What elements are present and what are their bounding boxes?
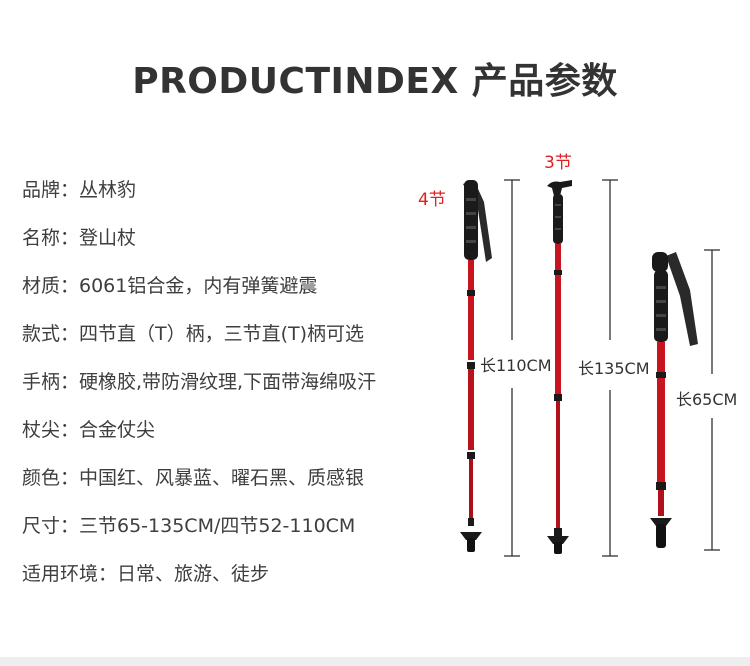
spec-size: 尺寸：三节65-135CM/四节52-110CM [22,515,356,537]
spec-material: 材质：6061铝合金，内有弹簧避震 [22,275,318,297]
pole-three-section [547,180,572,554]
label-length-65: 长65CM [676,390,738,409]
label-four-section: 4节 [418,190,446,210]
spec-handle: 手柄：硬橡胶,带防滑纹理,下面带海绵吸汗 [22,371,377,393]
spec-colors: 颜色：中国红、风暴蓝、曜石黑、质感银 [22,467,365,489]
bottom-divider [0,657,750,666]
measure-110 [504,179,520,557]
label-length-135: 长135CM [578,359,650,378]
label-length-110: 长110CM [480,356,552,375]
spec-list: 品牌：丛林豹 名称：登山杖 材质：6061铝合金，内有弹簧避震 款式：四节直（T… [22,178,462,610]
measure-65 [704,249,720,551]
spec-tip: 杖尖：合金仗尖 [22,419,156,441]
spec-style: 款式：四节直（T）柄，三节直(T)柄可选 [22,323,365,345]
measure-135 [602,179,618,557]
label-three-section: 3节 [544,153,572,173]
spec-brand: 品牌：丛林豹 [22,179,137,201]
pole-four-section [460,180,492,552]
product-figure: 4节 3节 长110CM 长135CM 长65CM [400,140,750,570]
spec-name: 名称：登山杖 [22,227,137,249]
spec-environment: 适用环境：日常、旅游、徒步 [22,563,270,585]
poles-illustration [460,179,720,557]
pole-compact [650,252,698,548]
page-title: PRODUCTINDEX 产品参数 [132,61,618,102]
